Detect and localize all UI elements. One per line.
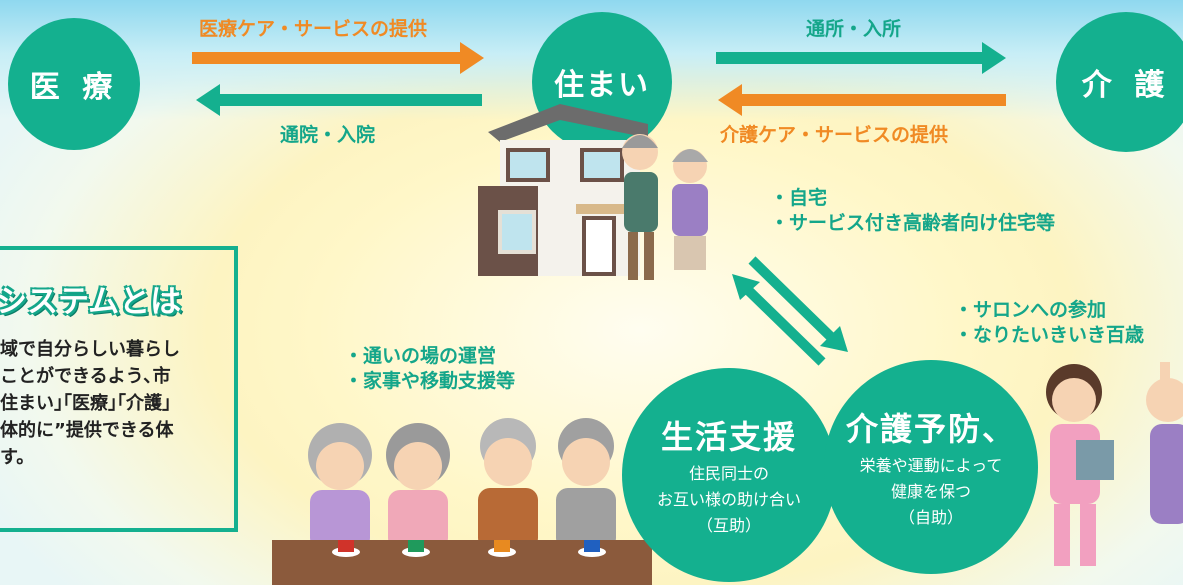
description-line: ことができるよう､市 [0,366,171,387]
prevention-note-item: ・なりたいきいき百歳 [954,324,1145,346]
arrow-care-to-housing [718,84,1006,116]
description-title: システムとは [0,284,182,320]
prevention-notes: ・サロンへの参加 ・なりたいきいき百歳 [954,298,1144,348]
support-notes: ・通いの場の運営 ・家事や移動支援等 [344,344,515,394]
life-support-title: 生活支援 [660,418,797,456]
arrow-housing-to-prevention [748,256,848,352]
care-prevention-title-text: 介護予防 [845,410,982,448]
housing-note-item: ・自宅 [770,187,828,209]
caregiver-illustration [1046,364,1114,566]
elderly-couple-illustration [622,134,708,280]
arrow-prevention-to-housing [732,274,826,366]
exercising-senior-illustration [1146,362,1183,524]
housing-notes: ・自宅 ・サービス付き高齢者向け住宅等 [770,186,1055,236]
arrow-medical-to-housing [192,42,484,74]
life-support-bubble: 生活支援 住民同士の お互い様の助け合い （互助） [622,368,836,582]
arrow-label-care-service: 介護ケア・サービスの提供 [720,124,949,146]
description-line: 体的に”提供できる体 [0,420,174,441]
care-prevention-title-mark: 、 [982,410,1017,448]
care-prevention-title: 介護予防、 [824,404,1038,450]
seniors-tea-illustration [272,418,652,585]
description-bracket [0,246,238,532]
arrow-label-medical-service: 医療ケア・サービスの提供 [199,18,428,40]
house-illustration [478,104,648,276]
arrow-housing-to-medical [196,84,482,116]
prevention-note-item: ・サロンへの参加 [954,299,1107,321]
housing-node: 住まい [532,12,672,152]
description-line: 住まい｣｢医療｣｢介護｣ [0,393,171,414]
care-prevention-line: 栄養や運動によって [859,456,1003,475]
care-prevention-line: 健康を保つ [890,482,971,501]
description-line: 域で自分らしい暮らし [0,339,180,360]
life-support-line: 住民同士の [688,464,769,483]
life-support-line: お互い様の助け合い [656,490,801,509]
care-prevention-line: （自助） [898,508,963,527]
arrow-label-facility-use: 通所・入所 [806,18,902,40]
care-node: 介 護 [1056,12,1183,152]
description-text: 域で自分らしい暮らし ことができるよう､市 住まい｣｢医療｣｢介護｣ 体的に”提… [0,336,180,471]
medical-node: 医 療 [8,18,140,150]
medical-label: 医 療 [29,70,119,105]
life-support-line: （互助） [696,516,761,535]
housing-note-item: ・サービス付き高齢者向け住宅等 [770,212,1056,234]
support-note-item: ・家事や移動支援等 [344,370,516,392]
support-note-item: ・通いの場の運営 [344,345,497,367]
arrow-housing-to-care [716,42,1006,74]
care-label: 介 護 [1081,68,1171,103]
description-line: す。 [0,447,35,468]
arrow-label-hospital-visit: 通院・入院 [280,124,376,146]
housing-label: 住まい [554,68,650,103]
care-prevention-bubble: 介護予防、 栄養や運動によって 健康を保つ （自助） [824,360,1038,574]
